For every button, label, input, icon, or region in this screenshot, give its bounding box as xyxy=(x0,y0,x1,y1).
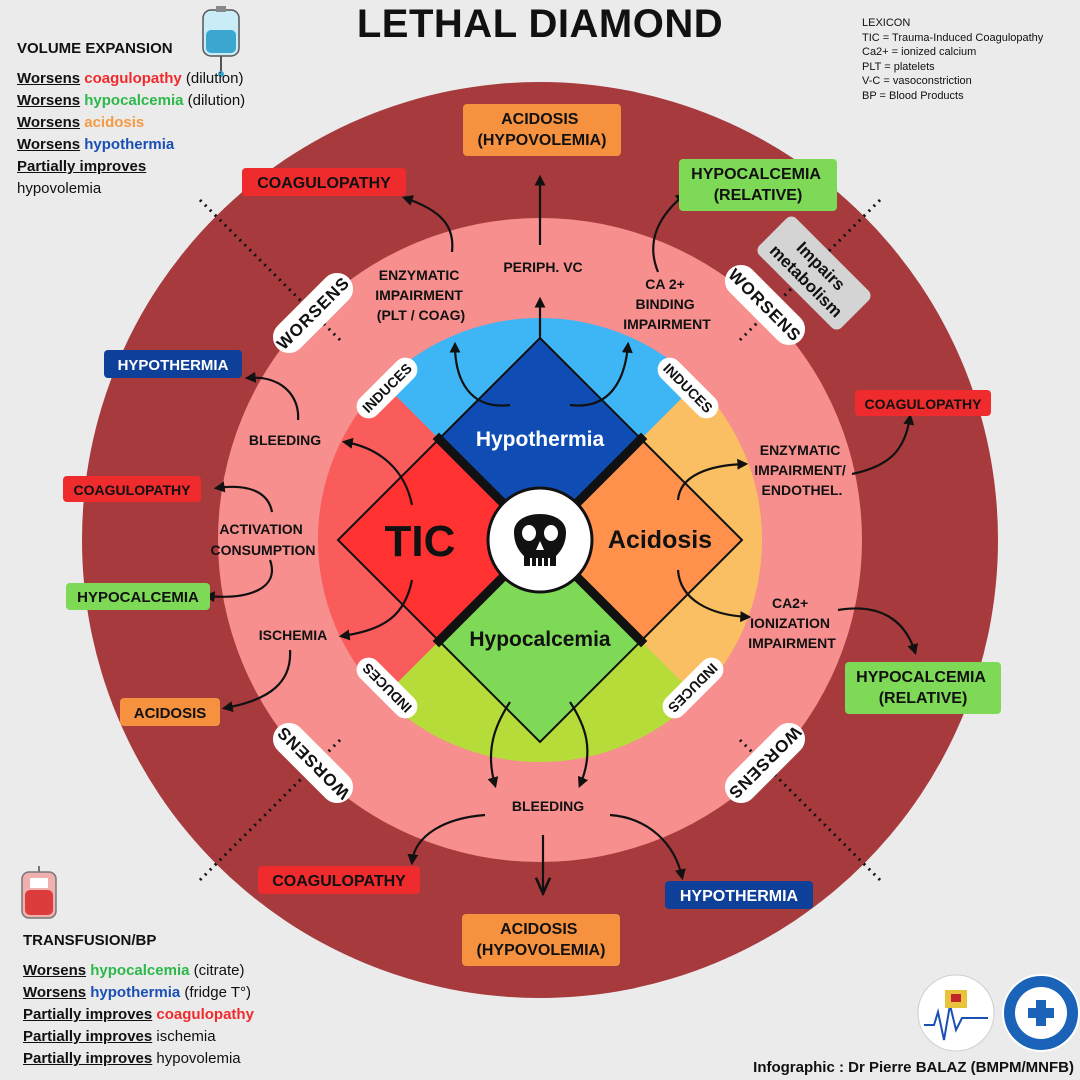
mech-ca-binding: CA 2+ BINDING IMPAIRMENT xyxy=(623,276,711,332)
svg-text:COAGULOPATHY: COAGULOPATHY xyxy=(257,175,391,192)
hypothermia-label: Hypothermia xyxy=(476,428,605,451)
outcome-acidosis-top: ACIDOSIS (HYPOVOLEMIA) xyxy=(463,104,621,156)
svg-text:HYPOTHERMIA: HYPOTHERMIA xyxy=(680,888,799,905)
svg-text:HYPOCALCEMIA (RELATIVE): HYPOCALCEMIA (RELATIVE) xyxy=(856,669,990,707)
arrows xyxy=(203,174,918,890)
outcome-hypothermia-left: HYPOTHERMIA xyxy=(104,350,242,378)
outcome-acidosis-left: ACIDOSIS xyxy=(120,698,220,726)
svg-text:ACIDOSIS (HYPOVOLEMIA): ACIDOSIS (HYPOVOLEMIA) xyxy=(477,921,606,959)
outcome-hypothermia-bottom: HYPOTHERMIA xyxy=(665,881,813,909)
transfusion-panel: TRANSFUSION/BP Worsens hypocalcemia (cit… xyxy=(23,930,254,1070)
svg-text:COAGULOPATHY: COAGULOPATHY xyxy=(74,482,192,498)
volume-expansion-line: hypovolemia xyxy=(17,180,102,197)
outcome-hypocalcemia-top-right: HYPOCALCEMIA (RELATIVE) xyxy=(679,159,837,211)
lexicon-item: PLT = platelets xyxy=(862,60,935,73)
tic-label: TIC xyxy=(385,517,456,566)
lexicon-item: Ca2+ = ionized calcium xyxy=(862,46,977,58)
volume-expansion-panel: VOLUME EXPANSION Worsens coagulopathy (d… xyxy=(17,38,245,200)
mech-ca-ionization: CA2+ IONIZATION IMPAIRMENT xyxy=(748,595,836,651)
acidosis-label: Acidosis xyxy=(608,526,712,554)
mech-periph-vc: PERIPH. VC xyxy=(503,259,582,275)
lexicon-item: BP = Blood Products xyxy=(862,89,964,102)
volume-expansion-line: Partially improves xyxy=(17,158,147,175)
svg-text:HYPOTHERMIA: HYPOTHERMIA xyxy=(118,357,229,374)
outcome-hypocalcemia-left: HYPOCALCEMIA xyxy=(66,583,210,610)
lexicon: LEXICON TIC = Trauma-Induced Coagulopath… xyxy=(862,16,1043,103)
transfusion-line: Partially improves coagulopathy xyxy=(23,1006,254,1023)
svg-text:ACIDOSIS: ACIDOSIS xyxy=(134,705,207,722)
transfusion-heading: TRANSFUSION/BP xyxy=(23,932,157,949)
volume-expansion-line: Worsens hypocalcemia (dilution) xyxy=(17,92,246,109)
outcome-coagulopathy-top-left: COAGULOPATHY xyxy=(242,168,406,196)
credit-line: Infographic : Dr Pierre BALAZ (BMPM/MNFB… xyxy=(753,1059,1074,1076)
volume-expansion-line: Worsens acidosis xyxy=(17,114,145,131)
smur-emblem-icon xyxy=(917,974,995,1052)
outcome-hypocalcemia-right: HYPOCALCEMIA (RELATIVE) xyxy=(845,662,1001,714)
volume-expansion-heading: VOLUME EXPANSION xyxy=(17,40,173,57)
mech-activation: ACTIVATION CONSUMPTION xyxy=(211,521,316,558)
svg-text:HYPOCALCEMIA (RELATIVE): HYPOCALCEMIA (RELATIVE) xyxy=(691,166,825,204)
outcome-coagulopathy-right: COAGULOPATHY xyxy=(855,390,991,416)
svg-text:ACIDOSIS (HYPOVOLEMIA): ACIDOSIS (HYPOVOLEMIA) xyxy=(478,111,607,149)
lexicon-item: TIC = Trauma-Induced Coagulopathy xyxy=(862,31,1044,44)
outcome-coagulopathy-left: COAGULOPATHY xyxy=(63,476,201,502)
page-title: LETHAL DIAMOND xyxy=(356,2,724,46)
svg-text:COAGULOPATHY: COAGULOPATHY xyxy=(865,396,983,412)
transfusion-line: Partially improves hypovolemia xyxy=(23,1050,241,1067)
outcome-coagulopathy-bottom: COAGULOPATHY xyxy=(258,866,420,894)
volume-expansion-line: Worsens hypothermia xyxy=(17,136,175,153)
transfusion-line: Worsens hypothermia (fridge T°) xyxy=(23,984,252,1001)
volume-expansion-line: Worsens coagulopathy (dilution) xyxy=(17,70,244,87)
outcome-acidosis-bottom: ACIDOSIS (HYPOVOLEMIA) xyxy=(462,914,620,966)
mech-bleeding-left: BLEEDING xyxy=(249,432,321,448)
transfusion-line: Partially improves ischemia xyxy=(23,1028,216,1045)
hypocalcemia-label: Hypocalcemia xyxy=(469,628,611,651)
marins-pompiers-emblem-icon xyxy=(1002,974,1080,1052)
mech-bleeding-bottom: BLEEDING xyxy=(512,798,584,814)
skull-icon xyxy=(486,486,594,594)
svg-text:HYPOCALCEMIA: HYPOCALCEMIA xyxy=(77,589,199,606)
mech-enzymatic-plt: ENZYMATIC IMPAIRMENT (PLT / COAG) xyxy=(375,267,467,323)
mech-ischemia: ISCHEMIA xyxy=(259,627,327,643)
lexicon-heading: LEXICON xyxy=(862,17,911,29)
iv-bag-icon xyxy=(202,6,240,77)
blood-bag-icon xyxy=(21,866,57,919)
mech-enzymatic-endothel: ENZYMATIC IMPAIRMENT/ ENDOTHEL. xyxy=(754,442,849,498)
svg-text:COAGULOPATHY: COAGULOPATHY xyxy=(272,873,406,890)
transfusion-line: Worsens hypocalcemia (citrate) xyxy=(23,962,245,979)
lexicon-item: V-C = vasoconstriction xyxy=(862,75,972,87)
